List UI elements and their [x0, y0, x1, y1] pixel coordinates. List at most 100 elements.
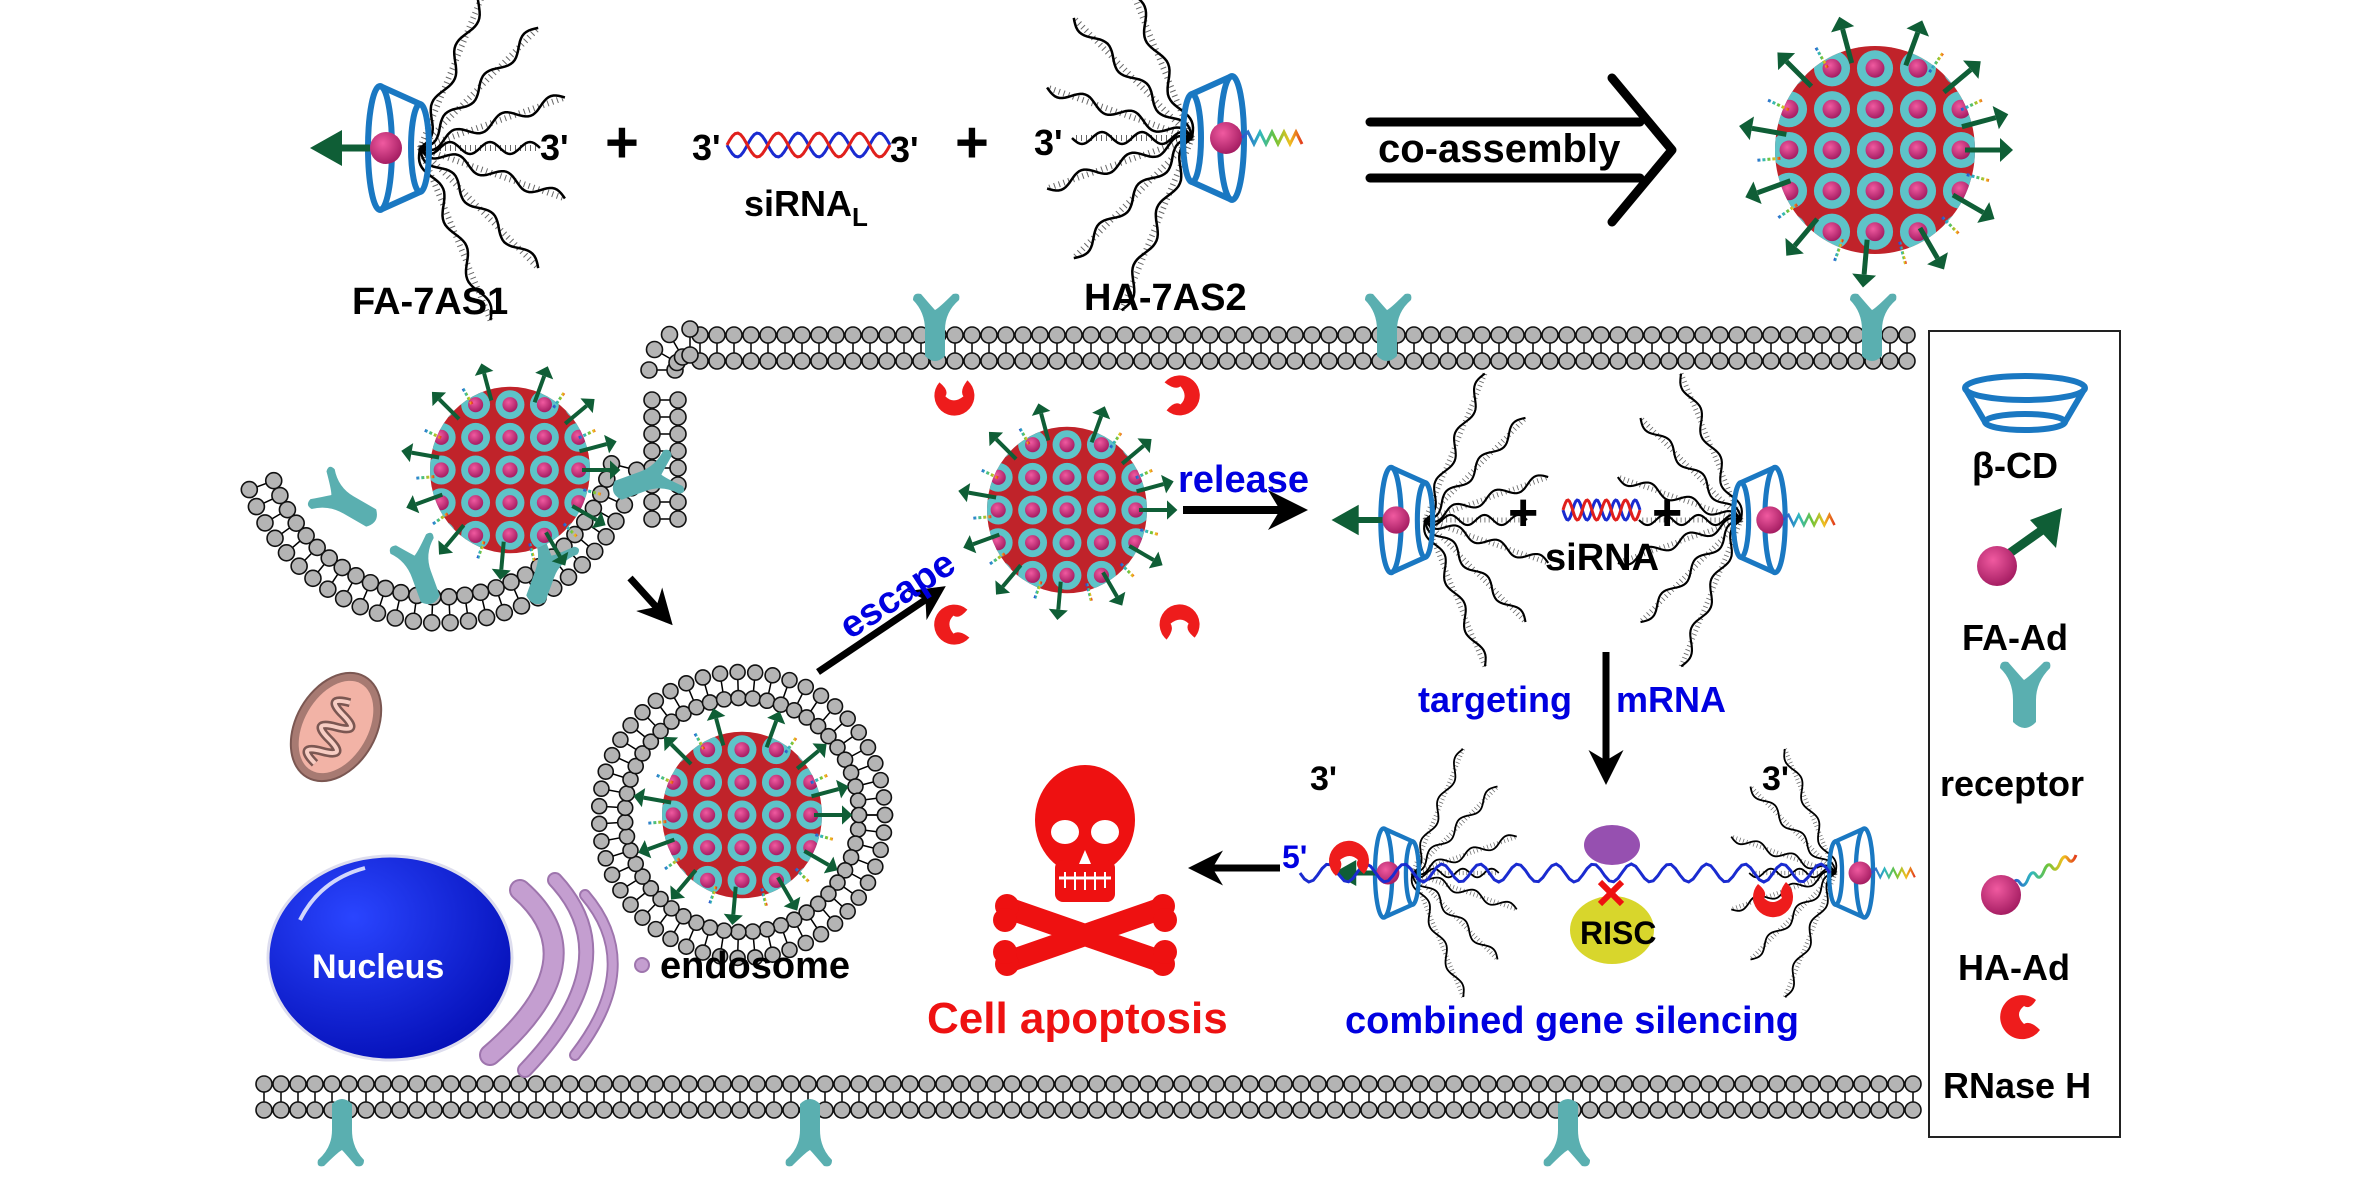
ha-ligand: [760, 888, 769, 909]
ha-ligand: [784, 735, 799, 754]
fa-ligand-arrow: [1128, 544, 1163, 569]
ha-ligand: [971, 515, 992, 520]
apoptosis-label: Cell apoptosis: [927, 994, 1228, 1043]
ha-7as2-conjugate: [1616, 372, 1836, 668]
nanoparticle: [934, 375, 1200, 645]
ha-ligand: [562, 522, 579, 539]
ha-ligand: [646, 820, 667, 825]
ha-ligand: [692, 731, 706, 750]
ha-ad-icon: [1981, 854, 2078, 915]
plus-sign-4: +: [1652, 484, 1682, 542]
ha-ligand: [475, 540, 486, 561]
fa-ligand-arrow: [310, 130, 370, 166]
receptor-icon: [1365, 293, 1412, 361]
fa-ligand-arrow: [988, 431, 1018, 461]
endosome-label: endosome: [660, 945, 850, 987]
ha7as2-label: HA-7AS2: [1084, 277, 1247, 319]
ha-ligand: [1898, 241, 1908, 267]
ha-ligand: [1813, 45, 1829, 69]
risc-label: RISC: [1580, 915, 1656, 951]
fa-ligand-arrow: [544, 531, 569, 566]
fa-ligand-arrow: [1961, 106, 2009, 130]
ha-ligand: [1870, 866, 1916, 880]
fa-ligand-arrow: [811, 779, 849, 799]
fa-ligand-arrow: [1331, 504, 1383, 536]
rnase-h-icon: [1329, 840, 1369, 876]
fa-ligand-arrow: [532, 366, 554, 404]
receptor-icon: [785, 1099, 832, 1167]
rnase-h-icon: [934, 604, 970, 645]
beta-cd-icon: [1962, 373, 2088, 433]
receptor-icon: [389, 532, 440, 605]
ha-ligand: [654, 773, 674, 785]
ha-ligand: [1140, 528, 1161, 537]
lipid-bilayer: [691, 326, 1916, 370]
fa-ligand-arrow: [1951, 192, 1995, 223]
ha-ligand: [528, 543, 537, 564]
ha-ligand: [815, 833, 836, 842]
three-prime-left-label: 3': [1310, 760, 1337, 798]
fa-ligand-arrow: [491, 541, 511, 580]
arrow-to-endosome: [627, 575, 673, 626]
ha-ligand: [460, 386, 474, 405]
lipid-bilayer: [590, 663, 894, 967]
nanoparticles: [401, 16, 2013, 925]
receptor-icon: [612, 449, 685, 500]
fa-7as1-conjugate: [310, 0, 566, 322]
fa-ligand-arrow: [1031, 403, 1051, 441]
ha-ligand: [422, 428, 442, 440]
legend: β-CD FA-Ad receptor HA-Ad RNase H: [1928, 330, 2121, 1138]
fa-ligand-arrow: [795, 743, 827, 771]
fa-ligand-arrow: [963, 532, 1001, 554]
cell-membranes: [240, 293, 1922, 1167]
adamantane: [1210, 122, 1242, 154]
fa-ligand-arrow: [723, 886, 743, 925]
ha-ligand: [1765, 97, 1790, 112]
ha-ligand: [1085, 583, 1094, 604]
ha-ligand: [987, 552, 1006, 567]
fa-ligand-arrow: [670, 868, 698, 900]
sirna-l-3prime-left: 3': [692, 127, 721, 168]
ha-ligand: [1017, 426, 1031, 445]
fa-ligand-arrow: [633, 788, 672, 808]
fa-ligand-arrow: [764, 711, 786, 749]
ha-ligand: [1941, 216, 1961, 236]
ago-protein: [1584, 825, 1640, 865]
three-prime-right-label: 3': [1762, 760, 1789, 798]
receptor-icon: [1543, 1099, 1590, 1167]
ha-ligand: [1960, 97, 1985, 112]
cleavage-x-icon: [1597, 879, 1625, 907]
fa-ligand-arrow: [958, 483, 997, 503]
ha-ligand: [794, 867, 811, 884]
coassembly-arrow: co-assembly: [1365, 73, 1677, 227]
arrow-escape: [816, 586, 946, 675]
fa-ligand-arrow: [1739, 116, 1787, 141]
ha-7as2-conjugate: [1730, 748, 1916, 998]
ha-ligand: [583, 488, 604, 497]
fa-ligand-arrow: [1942, 60, 1981, 95]
receptor-icon: [317, 1099, 364, 1167]
ha-ligand: [1832, 238, 1844, 264]
release-label: release: [1178, 459, 1309, 501]
ha-7as2-conjugate: [1046, 0, 1304, 312]
fa-ligand-arrow: [571, 504, 606, 529]
fa7as1-label: FA-7AS1: [352, 281, 508, 323]
ha-ligand: [1032, 580, 1043, 601]
legend-label-receptor: receptor: [1940, 763, 2084, 804]
ha-ligand: [1775, 203, 1799, 221]
silencing-label: combined gene silencing: [1345, 1000, 1799, 1042]
coassembly-label: co-assembly: [1378, 127, 1621, 171]
sirna-l-label: siRNAL: [744, 183, 868, 232]
rnase-h-icon: [1164, 375, 1200, 416]
sirna-l-duplex: [725, 131, 892, 159]
ha-ligand: [1782, 512, 1836, 528]
ha-ligand: [1928, 50, 1946, 74]
fa-ligand-arrow: [1785, 217, 1820, 256]
receptor-icon: [526, 534, 580, 605]
fa-ligand-arrow: [1745, 178, 1792, 205]
adamantane: [1848, 861, 1872, 885]
fa-ligand-arrow: [995, 563, 1023, 595]
skull-crossbones-icon: [993, 765, 1177, 976]
legend-label-rnase-h: RNase H: [1943, 1065, 2091, 1106]
